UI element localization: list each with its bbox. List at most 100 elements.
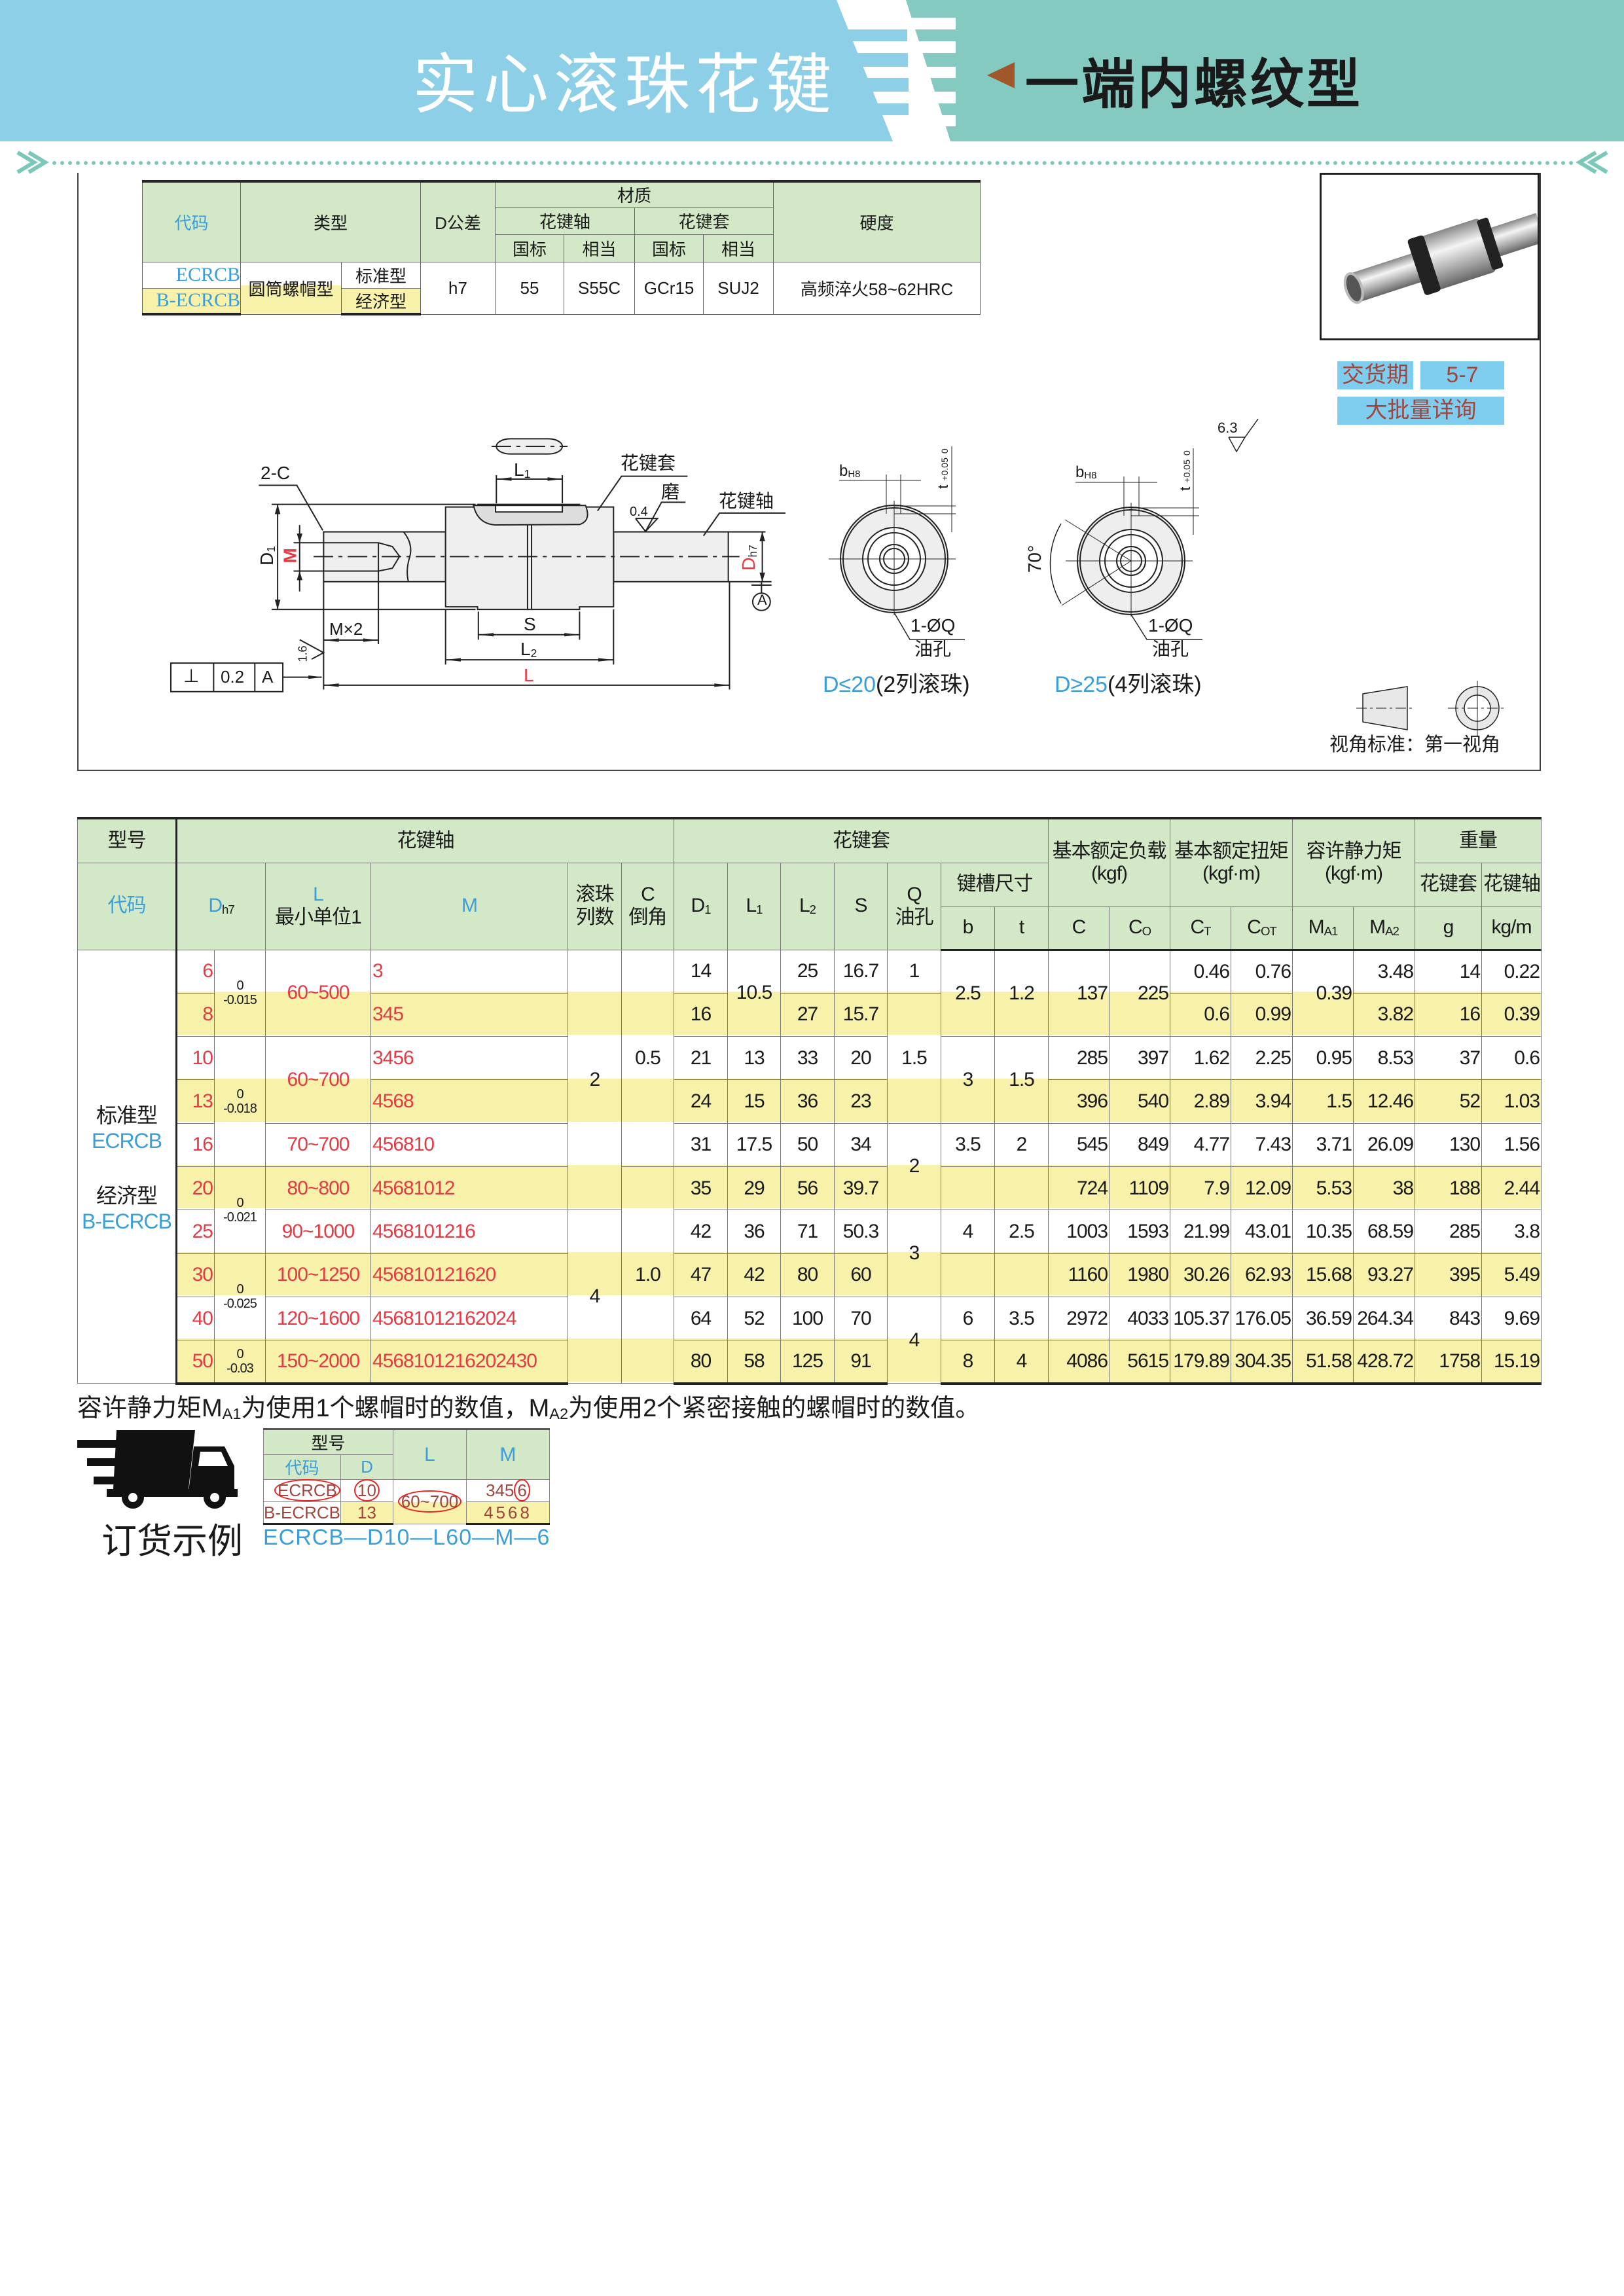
cell-d: 10 <box>176 1036 215 1081</box>
th-l1: L1 <box>727 862 781 950</box>
label-t-upper: +0.05 <box>939 457 950 481</box>
cell-tol: 0 -0.018 <box>214 1036 266 1167</box>
th-d-main: D <box>208 895 223 917</box>
cell-kgm: 9.69 <box>1481 1296 1542 1341</box>
spec-header-hardness: 硬度 <box>773 180 981 262</box>
cell-co: 1980 <box>1109 1253 1171 1297</box>
product-photo <box>1320 173 1545 340</box>
th-weight: 重量 <box>1415 817 1542 863</box>
th-load-label: 基本额定负载 <box>1052 840 1167 862</box>
cell-ct: 30.26 <box>1170 1253 1232 1297</box>
cell-l2: 50 <box>780 1122 835 1167</box>
cell-kgm: 3.8 <box>1481 1210 1542 1254</box>
order-l-range: 60~700 <box>397 1490 462 1513</box>
cell-q: 4 <box>887 1296 941 1384</box>
cell-b: 3.5 <box>941 1122 995 1167</box>
cell-c: 2972 <box>1048 1296 1110 1341</box>
bulk-inquiry-button[interactable]: 大批量详询 <box>1337 397 1504 425</box>
cell-c: 1160 <box>1048 1253 1110 1297</box>
th-co: CO <box>1109 906 1171 951</box>
th-l1-main: L <box>746 895 757 917</box>
cell-l: 90~1000 <box>265 1210 371 1254</box>
cell-g: 16 <box>1415 992 1483 1037</box>
th-chamfer-1: C <box>641 884 655 905</box>
cell-s: 39.7 <box>834 1166 888 1211</box>
label-roughness-63: 6.3 <box>1218 420 1238 436</box>
cell-l2: 80 <box>780 1253 835 1297</box>
th-cot: COT <box>1231 906 1293 951</box>
label-b-sub: H8 <box>1084 471 1097 482</box>
cell-co: 225 <box>1109 949 1171 1037</box>
cell-cot: 304.35 <box>1231 1340 1293 1385</box>
cell-b: 4 <box>941 1210 995 1254</box>
cell-b: 3 <box>941 1036 995 1124</box>
label-d1-main: D <box>256 552 277 565</box>
cell-d1: 16 <box>674 992 728 1037</box>
spec-hardness: 高频淬火58~62HRC <box>773 261 981 315</box>
order-th-model: 型号 <box>262 1428 394 1455</box>
delivery-days: 5-7 <box>1420 361 1504 389</box>
label-dh7-main: D <box>738 557 759 571</box>
label-chamfer: 2-C <box>261 463 291 483</box>
truck-icon <box>77 1430 238 1509</box>
cell-ma2: 3.48 <box>1353 949 1416 994</box>
th-torque-label: 基本额定扭矩 <box>1174 840 1289 862</box>
cell-kgm: 1.56 <box>1481 1122 1542 1167</box>
cell-t: 2 <box>994 1122 1049 1167</box>
th-balls: 滚珠列数 <box>568 862 622 950</box>
cell-l2: 100 <box>780 1296 835 1341</box>
cell-l1: 36 <box>727 1210 781 1254</box>
cell-d: 40 <box>176 1296 215 1341</box>
cell-q: 1.5 <box>887 992 941 1124</box>
spec-header-shaft-gb: 国标 <box>495 234 565 262</box>
cell-l2: 71 <box>780 1210 835 1254</box>
label-oil-hole-2: 1-ØQ <box>1148 615 1193 636</box>
th-d1-sub: 1 <box>704 903 711 917</box>
label-t-lower: 0 <box>1181 450 1192 456</box>
th-moment-unit: (kgf·m) <box>1325 863 1383 885</box>
label-case-1-cond: D≤20 <box>823 672 876 697</box>
cell-s: 23 <box>834 1079 888 1124</box>
cell-l1: 42 <box>727 1253 781 1297</box>
cell-ma2: 8.53 <box>1353 1036 1416 1081</box>
cell-d: 50 <box>176 1340 215 1385</box>
cell-t: 3.5 <box>994 1296 1049 1341</box>
th-l2-sub: 2 <box>809 903 816 917</box>
type-label-std-code: ECRCB <box>91 1129 162 1153</box>
cell-cot: 3.94 <box>1231 1079 1293 1124</box>
cell-d: 6 <box>176 949 215 994</box>
label-roughness-04: 0.4 <box>630 505 648 519</box>
label-perp-value: 0.2 <box>221 667 245 687</box>
label-b-1: bH8 <box>839 463 860 480</box>
cell-co: 849 <box>1109 1122 1171 1167</box>
cell-co: 397 <box>1109 1036 1171 1081</box>
cell-s: 70 <box>834 1296 888 1341</box>
th-torque: 基本额定扭矩(kgf·m) <box>1170 817 1293 907</box>
label-l1-sub: 1 <box>524 467 531 480</box>
th-ct-main: C <box>1190 916 1205 939</box>
page-subtitle: 一端内螺纹型 <box>1025 55 1363 115</box>
cell-ma1: 15.68 <box>1292 1253 1354 1297</box>
cell-c: 396 <box>1048 1079 1110 1124</box>
cell-m: 456810121620 <box>370 1253 568 1297</box>
cell-ma2: 428.72 <box>1353 1340 1416 1385</box>
order-m-1: 345 <box>486 1480 514 1500</box>
order-d-1: 10 <box>354 1479 380 1501</box>
chevron-right-icon <box>1576 151 1608 174</box>
th-ct-sub: T <box>1204 924 1211 939</box>
th-kgm: kg/m <box>1481 906 1542 951</box>
spec-header-sleeve: 花键套 <box>634 207 774 235</box>
cell-l1: 17.5 <box>727 1122 781 1167</box>
header-banner <box>0 0 1624 141</box>
label-b-main: b <box>1075 463 1085 481</box>
label-case-1-desc: (2列滚珠) <box>876 672 970 697</box>
cell-ma1: 5.53 <box>1292 1166 1354 1211</box>
cell-s: 60 <box>834 1253 888 1297</box>
order-code-example: ECRCB—D10—L60—M—6 <box>263 1525 550 1550</box>
cell-d1: 64 <box>674 1296 728 1341</box>
cell-l: 60~700 <box>265 1036 371 1124</box>
